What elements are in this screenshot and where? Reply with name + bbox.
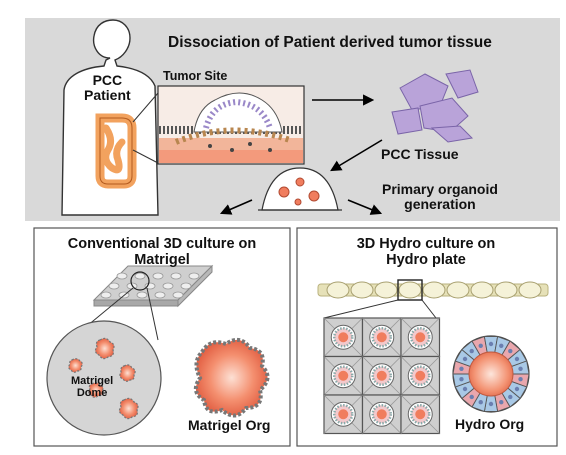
pcc-tissue-label: PCC Tissue: [381, 146, 459, 162]
tumor-site-panel: [157, 85, 305, 165]
primary-organoid-dome: [258, 167, 342, 211]
pcc-tissue-fragments: [391, 69, 479, 143]
hydro-well: [361, 355, 402, 396]
hydro-well: [323, 355, 364, 396]
zoom-line: [132, 149, 159, 164]
zoom-line: [421, 299, 437, 319]
hydro-well: [361, 394, 402, 435]
arrow-down-left: [330, 139, 383, 172]
hydro-well: [400, 355, 441, 396]
hydro-organoid: [452, 335, 530, 413]
hydro-well: [400, 317, 441, 358]
well-plate: [92, 264, 214, 308]
arrow-to-hydro: [347, 199, 383, 215]
zoom-line: [146, 287, 159, 341]
hydro-org-label: Hydro Org: [455, 416, 525, 432]
zoom-line: [132, 92, 159, 123]
hydro-well: [400, 394, 441, 435]
hydro-plate-strip: [317, 279, 549, 301]
hydro-well-grid: [323, 317, 441, 435]
matrigel-org-label: Matrigel Org: [188, 417, 271, 433]
tumor-site-label: Tumor Site: [163, 69, 228, 83]
arrow-to-conventional: [219, 199, 253, 215]
diagram-title: Dissociation of Patient derived tumor ti…: [168, 34, 492, 51]
matrigel-dome: [46, 320, 162, 436]
hydro-well: [323, 394, 364, 435]
colon-icon: [95, 113, 137, 189]
zoom-line: [323, 299, 399, 319]
hydro-well: [323, 317, 364, 358]
matrigel-organoid: [193, 337, 270, 418]
hydro-well: [361, 317, 402, 358]
